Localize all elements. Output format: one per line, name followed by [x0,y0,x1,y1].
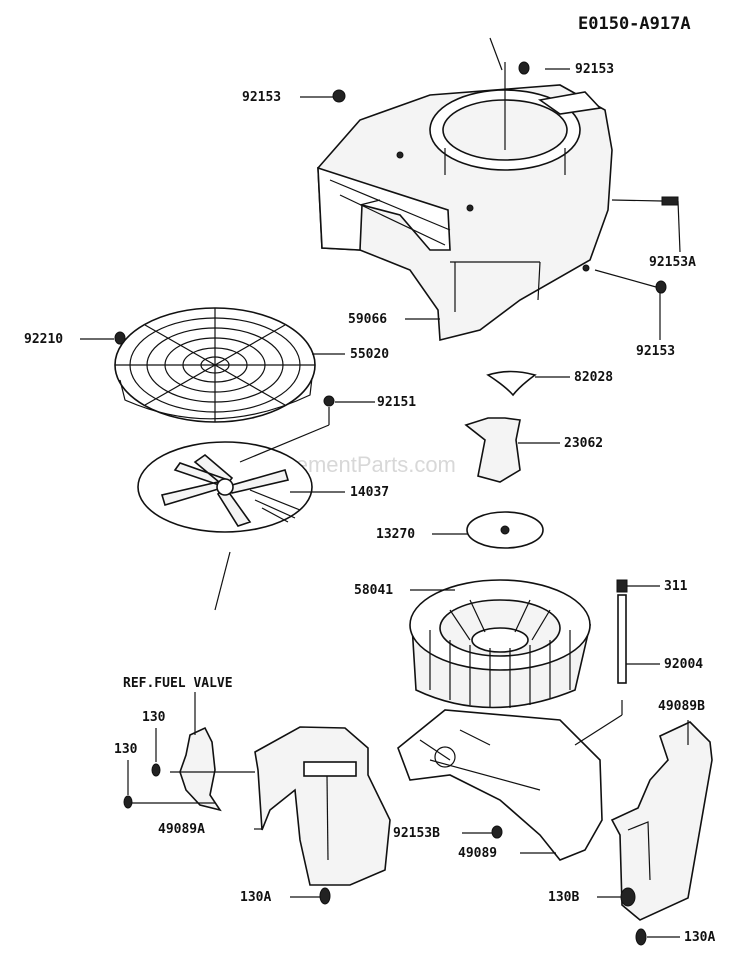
callout-1: 92153 [575,62,614,77]
callout-18: 130 [114,742,138,757]
nut-311-part [616,579,628,593]
callout-15: 49089B [658,699,705,714]
fan-plate-direction-line [214,551,231,611]
stud-92004-part [617,594,627,684]
bolt-92153-right [655,280,667,294]
callout-14: 92004 [664,657,703,672]
callout-16: REF.FUEL VALVE [123,676,233,691]
fan-screen-part [114,307,316,423]
leader-lines [80,68,689,938]
callout-3: 92153 [636,344,675,359]
callout-4: 59066 [348,312,387,327]
fuel-valve-bracket-part [179,726,222,812]
cover-49089-leader-line-2 [574,714,623,746]
plate-82028-part [486,370,537,397]
callout-24: 130A [684,930,715,945]
callout-20: 92153B [393,826,440,841]
north-indicator-line [489,37,503,71]
bolt-130b [620,887,636,907]
bolt-130-lower [123,795,133,809]
cover-49089a-part [254,726,391,886]
callout-12: 58041 [354,583,393,598]
callout-9: 82028 [574,370,613,385]
callout-17: 130 [142,710,166,725]
bolt-92153a [661,196,679,206]
bolt-130a-left [319,887,331,905]
callout-22: 130A [240,890,271,905]
blower-housing-part [317,62,613,342]
bolt-92153-left [332,89,346,103]
diagram-code: E0150-A917A [578,14,691,34]
callout-8: 14037 [350,485,389,500]
flywheel-part [409,579,592,709]
callout-2: 92153A [649,255,696,270]
bolt-92153-top [518,61,530,75]
bolt-92153b [491,825,503,839]
bolt-92210 [114,331,126,345]
callout-0: 92153 [242,90,281,105]
callout-7: 92151 [377,395,416,410]
callout-13: 311 [664,579,688,594]
callout-21: 49089 [458,846,497,861]
bolt-92151 [323,395,335,407]
bolt-130a-right [635,928,647,946]
callout-11: 13270 [376,527,415,542]
callout-5: 92210 [24,332,63,347]
cover-49089b-part [610,721,713,921]
fan-plate-part [137,441,313,533]
callout-6: 55020 [350,347,389,362]
bracket-23062-part [464,417,521,483]
callout-10: 23062 [564,436,603,451]
callout-19: 49089A [158,822,205,837]
cover-49089-part [397,709,603,861]
callout-labels: 92153 92153 92153A 92153 59066 92210 550… [24,62,715,945]
callout-23: 130B [548,890,579,905]
bolt-130-upper [151,763,161,777]
